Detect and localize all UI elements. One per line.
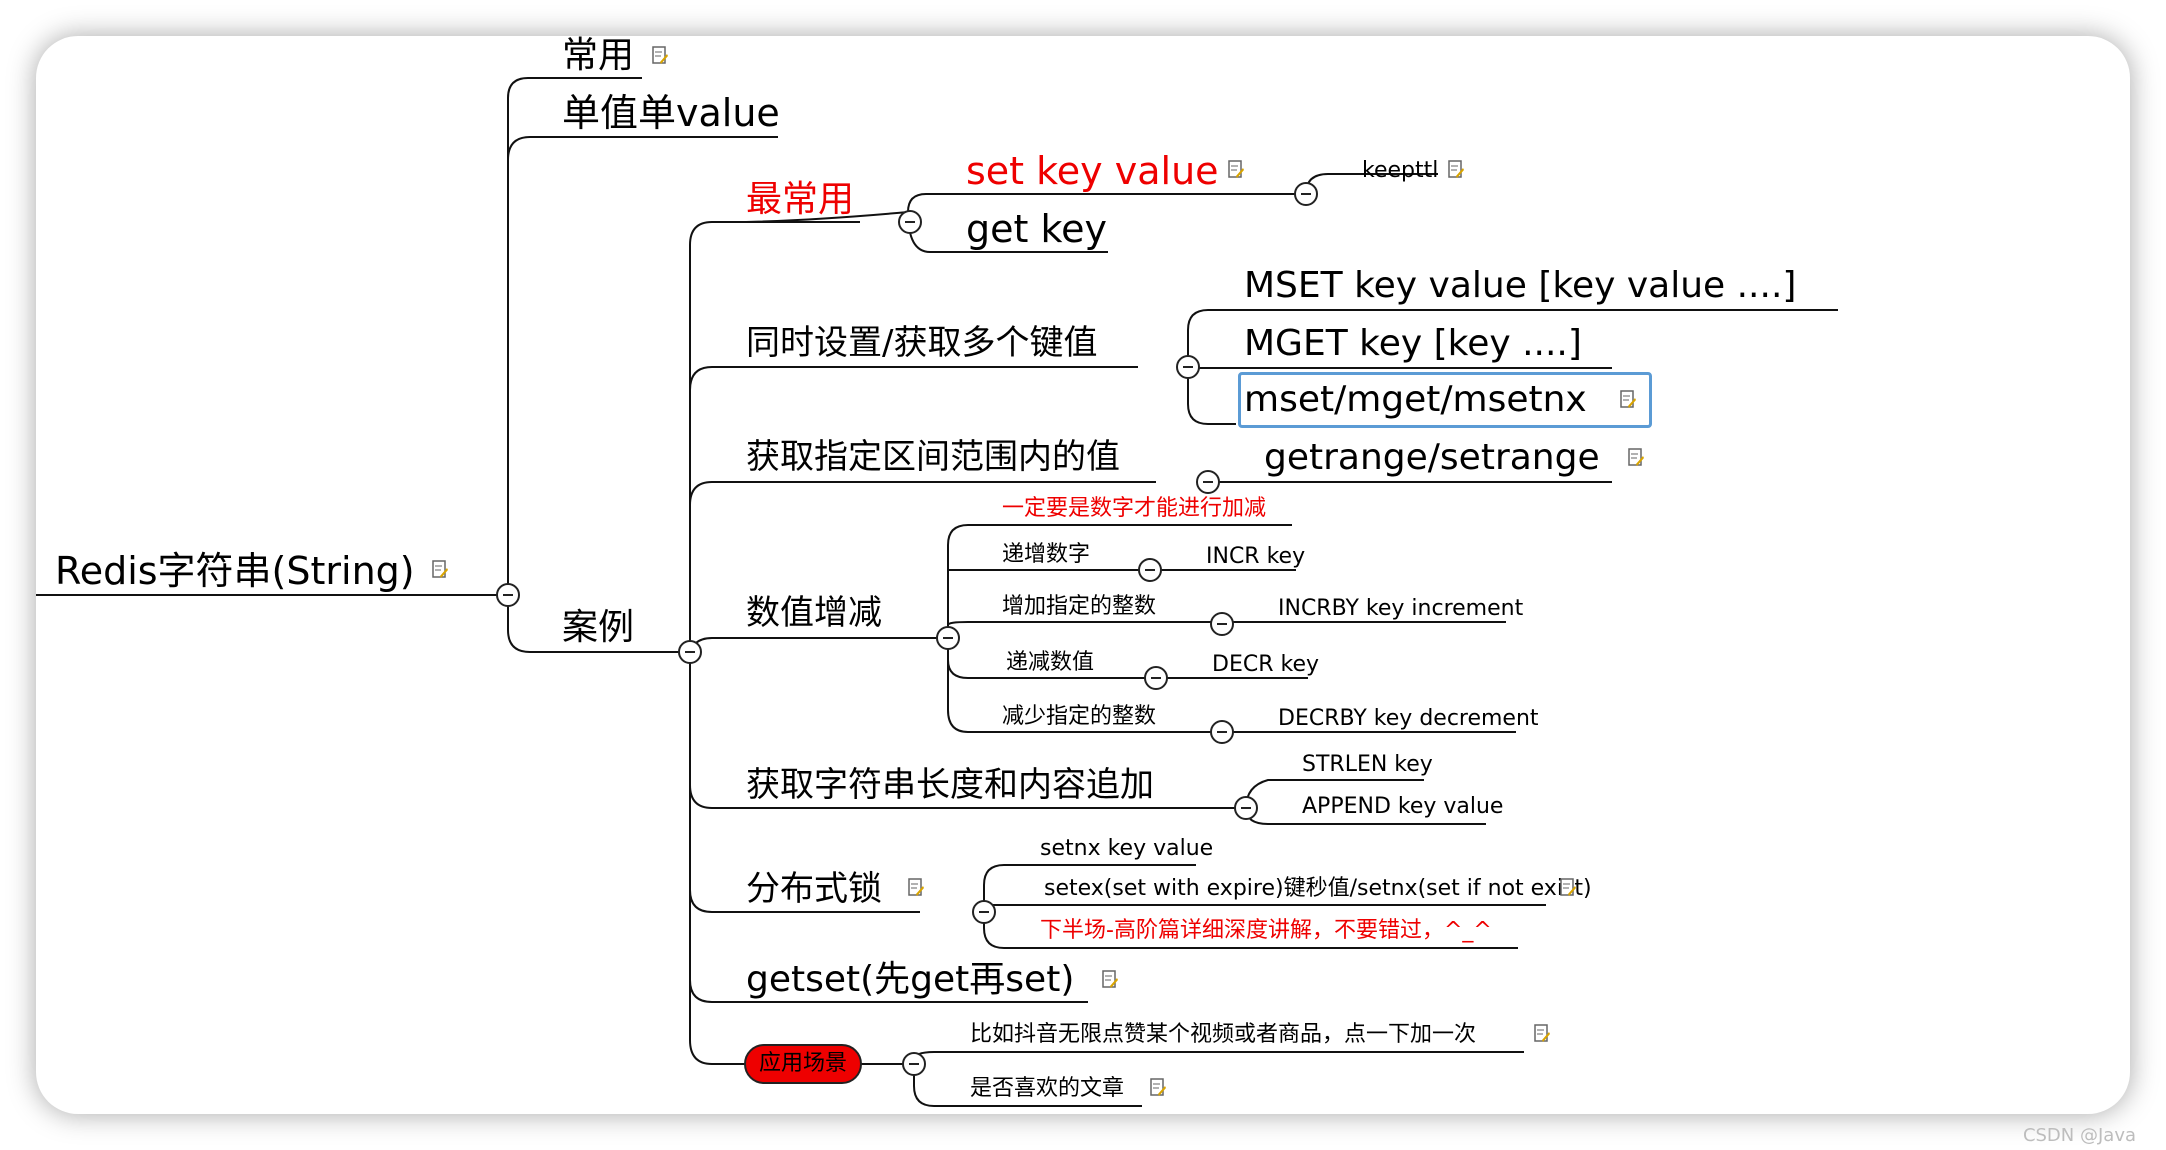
multi-set (1187, 309, 1838, 367)
topic-multi[interactable]: 同时设置/获取多个键值 (746, 323, 1098, 363)
scenes-like (860, 1051, 1524, 1065)
collapse-range-button[interactable] (1196, 470, 1220, 494)
topic-most-common[interactable]: 最常用 (746, 179, 855, 220)
cmd-decrby[interactable]: DECRBY key decrement (1278, 706, 1539, 731)
trunk-level1 (507, 77, 642, 595)
cmd-setnx[interactable]: setnx key value (1040, 836, 1214, 861)
topic-scenes[interactable]: 应用场景 (744, 1044, 862, 1084)
collapse-multi-button[interactable] (1176, 355, 1200, 379)
cmd-setex[interactable]: setex(set with expire)键秒值/setnx(set if n… (1044, 876, 1592, 901)
topic-strlen[interactable]: 获取字符串长度和内容追加 (746, 765, 1154, 805)
branch-cases (507, 595, 690, 653)
root-topic[interactable]: Redis字符串(String) (55, 549, 415, 593)
collapse-incrby-button[interactable] (1210, 612, 1234, 636)
collapse-cases-button[interactable] (678, 640, 702, 664)
note-icon[interactable] (1620, 390, 1636, 410)
lock-note[interactable]: 下半场-高阶篇详细深度讲解，不要错过，^_^ (1040, 918, 1492, 943)
note-icon[interactable] (908, 878, 924, 898)
note-icon[interactable] (1102, 970, 1118, 990)
trunk-cases (689, 221, 860, 652)
watermark: CSDN @Java (2022, 1125, 2136, 1146)
cmd-decr[interactable]: DECR key (1212, 652, 1319, 677)
cmd-msetnx[interactable]: mset/mget/msetnx (1244, 379, 1587, 420)
topic-common[interactable]: 常用 (562, 35, 635, 76)
note-icon[interactable] (652, 46, 668, 66)
collapse-numeric-button[interactable] (936, 626, 960, 650)
collapse-incr-button[interactable] (1138, 558, 1162, 582)
label-incr[interactable]: 递增数字 (1002, 542, 1091, 567)
numeric-note[interactable]: 一定要是数字才能进行加减 (1002, 496, 1267, 521)
topic-cases[interactable]: 案例 (562, 607, 635, 648)
note-icon[interactable] (1150, 1078, 1166, 1098)
collapse-strlen-button[interactable] (1234, 796, 1258, 820)
lock-setnx (983, 864, 1196, 912)
collapse-decr-button[interactable] (1144, 666, 1168, 690)
collapse-lock-button[interactable] (972, 900, 996, 924)
label-incrby[interactable]: 增加指定的整数 (1002, 594, 1157, 619)
cmd-set[interactable]: set key value (966, 149, 1219, 193)
scene-like[interactable]: 比如抖音无限点赞某个视频或者商品，点一下加一次 (970, 1022, 1477, 1047)
mindmap-canvas (36, 36, 2130, 1114)
cmd-append[interactable]: APPEND key value (1302, 794, 1504, 819)
topic-numeric[interactable]: 数值增减 (746, 593, 882, 633)
cmd-strlen[interactable]: STRLEN key (1302, 752, 1433, 777)
topic-lock[interactable]: 分布式锁 (746, 869, 882, 909)
cmd-mset[interactable]: MSET key value [key value ....] (1244, 265, 1797, 306)
collapse-set-button[interactable] (1294, 182, 1318, 206)
collapse-root-button[interactable] (496, 583, 520, 607)
numeric-incrby (947, 621, 1506, 626)
topic-getset[interactable]: getset(先get再set) (746, 959, 1075, 1000)
lock-setex (983, 904, 1546, 912)
branch-strlen (689, 784, 1240, 809)
branch-numeric (689, 637, 948, 661)
note-icon[interactable] (1448, 160, 1464, 180)
branch-getset (689, 979, 1088, 1003)
trunk-cases-lower (689, 652, 746, 1065)
cmd-mget[interactable]: MGET key [key ....] (1244, 323, 1582, 364)
cmd-incr[interactable]: INCR key (1206, 544, 1306, 569)
cmd-get[interactable]: get key (966, 207, 1107, 251)
note-icon[interactable] (1628, 448, 1644, 468)
cmd-getrange[interactable]: getrange/setrange (1264, 437, 1600, 478)
selected-node-frame (1238, 372, 1652, 428)
branch-most-common (745, 193, 1228, 223)
branch-range (689, 481, 1156, 506)
multi-get (1187, 367, 1612, 369)
cmd-keepttl[interactable]: keepttl (1362, 158, 1439, 183)
multi-nx (1187, 367, 1236, 425)
topic-single-kv[interactable]: 单值单value (562, 91, 780, 135)
cmd-incrby[interactable]: INCRBY key increment (1278, 596, 1524, 621)
numeric-decrby (947, 660, 1516, 733)
scenes-article (913, 1064, 1142, 1107)
topic-range[interactable]: 获取指定区间范围内的值 (746, 437, 1120, 477)
label-decrby[interactable]: 减少指定的整数 (1002, 704, 1157, 729)
branch-multi (689, 366, 1138, 391)
collapse-scenes-button[interactable] (902, 1052, 926, 1076)
lock-note (983, 912, 1518, 949)
note-icon[interactable] (432, 560, 448, 580)
branch-lock (689, 889, 920, 913)
collapse-decrby-button[interactable] (1210, 720, 1234, 744)
label-decr[interactable]: 递减数值 (1006, 650, 1095, 675)
scene-article[interactable]: 是否喜欢的文章 (970, 1076, 1125, 1101)
numeric-trunk (947, 524, 1292, 638)
note-icon[interactable] (1534, 1024, 1550, 1044)
note-icon[interactable] (1560, 878, 1576, 898)
note-icon[interactable] (1228, 160, 1244, 180)
branch-single-kv (507, 136, 778, 161)
collapse-most-common-button[interactable] (898, 210, 922, 234)
